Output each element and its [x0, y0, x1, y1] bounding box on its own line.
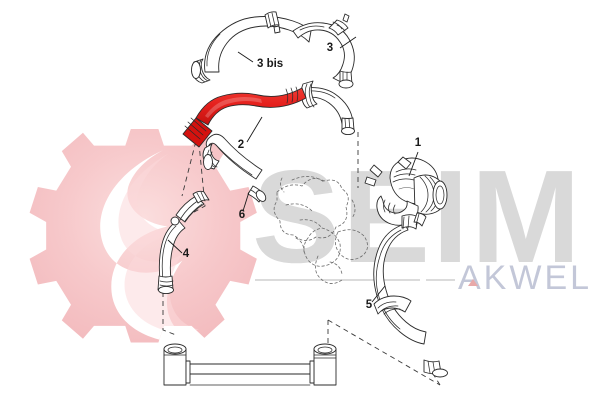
gear-swoosh-cutout [100, 150, 199, 343]
callout-label-5: 5 [366, 299, 373, 311]
hose-3bis-left-cuff [191, 58, 211, 84]
part-4-intercooler-inlet-hose[interactable] [157, 190, 210, 295]
hose-5-mid-sleeve [373, 295, 412, 315]
intercooler-left-port [163, 343, 187, 355]
hose-6-open-end [202, 143, 220, 170]
red-highlight-hose-body [195, 87, 307, 126]
hose-3-upper-clamp [328, 13, 350, 36]
callout-leader-lines [167, 36, 419, 303]
callout-label-1: 1 [415, 137, 422, 149]
part-3-upper-air-hose-right[interactable] [292, 13, 355, 89]
hose-4-bottom-cuff [157, 275, 174, 295]
red-hose-right-cuff [285, 86, 299, 104]
guide-part5-to-intercooler-a [327, 319, 441, 386]
part-6-short-branch-hose[interactable] [202, 133, 268, 203]
callout-label-4: 4 [183, 248, 190, 260]
part-5-intercooler-outlet-hose[interactable] [373, 212, 448, 378]
callout-label-3: 3 [327, 42, 333, 54]
red-hose-left-cuff [182, 117, 213, 148]
turbo-side-nipples [364, 164, 383, 187]
turbo-outlet-mouth [413, 174, 448, 215]
hose-3-lower-cuff [338, 70, 354, 89]
hose-2-lower-open-end [341, 117, 355, 136]
hose-5-bottom-open-end [423, 359, 448, 378]
hose-4-upper-sleeve [175, 190, 210, 223]
leader-5 [371, 285, 386, 303]
part-2-charge-air-hose[interactable] [182, 80, 355, 148]
turbo-top-boss [397, 156, 412, 170]
guide-part4-to-intercooler [162, 292, 177, 336]
part-3bis-upper-air-hose-left[interactable] [191, 11, 312, 84]
leader-2 [246, 116, 263, 143]
hose-6-tip-cuff [247, 185, 267, 203]
gear-swoosh-logo [29, 129, 257, 343]
akwel-accent-triangle-icon [468, 279, 478, 286]
callout-labels: 1 2 3 3 bis 4 5 6 [183, 42, 422, 311]
hose-3bis-clamp [264, 11, 281, 34]
intercooler-right-port [313, 343, 337, 355]
leader-3 [339, 36, 357, 49]
red-hose-highlight-sheen [205, 97, 262, 118]
leader-4 [167, 239, 183, 254]
callout-label-3bis: 3 bis [257, 58, 283, 70]
callout-label-6: 6 [239, 209, 245, 221]
hose-4-pivot-eye [170, 216, 180, 226]
callout-label-2: 2 [238, 139, 244, 151]
leader-3bis [237, 51, 254, 63]
watermark-layer: SEIM AKWEL [29, 129, 592, 343]
engine-manifold-ghost-outline [273, 176, 368, 284]
watermark-akwel-text: AKWEL [458, 259, 592, 297]
hose-5-top-connector [401, 212, 427, 230]
leader-1 [408, 151, 419, 177]
leader-6 [242, 191, 250, 212]
intercooler-body[interactable] [163, 343, 337, 386]
